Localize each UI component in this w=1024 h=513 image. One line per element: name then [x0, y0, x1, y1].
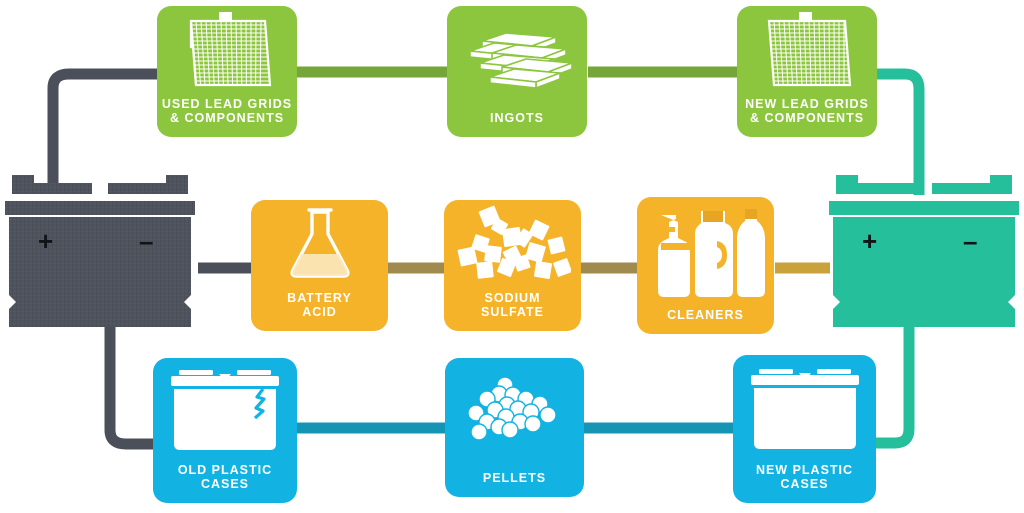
card-sodium-sulfate-caption: SODIUM SULFATE: [444, 291, 581, 332]
card-sodium-sulfate[interactable]: SODIUM SULFATE: [444, 200, 581, 331]
pellets-icon: [445, 358, 584, 471]
pipe-usedbattery-to-grids: [47, 68, 172, 190]
caption-line-1: USED LEAD GRIDS: [161, 96, 293, 111]
new-battery-positive-terminal: +: [862, 226, 878, 256]
caption-line-2: & COMPONENTS: [749, 111, 865, 126]
card-used-lead-grids[interactable]: USED LEAD GRIDS & COMPONENTS: [157, 6, 297, 137]
card-ingots[interactable]: INGOTS: [447, 6, 587, 137]
crystals-icon: [444, 200, 581, 291]
cracked-battery-case-icon: [153, 358, 297, 463]
caption-line-1: SODIUM: [484, 290, 541, 305]
caption-line-2: SULFATE: [480, 305, 545, 320]
caption-line-1: INGOTS: [490, 111, 544, 126]
caption-line-1: BATTERY: [287, 290, 352, 305]
card-new-plastic-cases-caption: NEW PLASTIC CASES: [733, 463, 876, 504]
caption-line-2: ACID: [302, 305, 337, 320]
caption-line-1: NEW LEAD GRIDS: [745, 96, 869, 111]
card-used-lead-grids-caption: USED LEAD GRIDS & COMPONENTS: [157, 97, 297, 138]
caption-line-2: & COMPONENTS: [169, 111, 285, 126]
card-pellets[interactable]: PELLETS: [445, 358, 584, 497]
caption-line-1: CLEANERS: [667, 308, 744, 323]
card-new-plastic-cases[interactable]: NEW PLASTIC CASES: [733, 355, 876, 503]
new-battery-art: [829, 175, 1019, 347]
card-battery-acid-caption: BATTERY ACID: [251, 291, 388, 332]
lead-grid-icon: [737, 6, 877, 97]
used-battery-positive-terminal: +: [38, 226, 54, 256]
pipe-newcases-to-newbattery: [868, 322, 915, 449]
caption-line-2: CASES: [200, 477, 250, 492]
card-new-lead-grids[interactable]: NEW LEAD GRIDS & COMPONENTS: [737, 6, 877, 137]
caption-line-1: PELLETS: [482, 471, 547, 486]
card-battery-acid[interactable]: BATTERY ACID: [251, 200, 388, 331]
flask-icon: [251, 200, 388, 291]
new-battery[interactable]: + – New Battery: [824, 175, 1024, 347]
battery-case-icon: [733, 355, 876, 463]
new-battery-negative-terminal: –: [963, 226, 978, 256]
used-battery[interactable]: + – Used Battery: [0, 175, 365, 347]
pipe-newgrids-to-newbattery: [872, 68, 925, 195]
card-pellets-caption: PELLETS: [445, 471, 584, 497]
cleaning-bottles-icon: [637, 197, 774, 308]
pipe-usedbattery-to-cases: [104, 322, 175, 450]
caption-line-2: CASES: [780, 477, 829, 492]
card-cleaners-caption: CLEANERS: [637, 308, 774, 334]
card-old-plastic-cases[interactable]: OLD PLASTIC CASES: [153, 358, 297, 503]
card-ingots-caption: INGOTS: [447, 111, 587, 137]
card-old-plastic-cases-caption: OLD PLASTIC CASES: [153, 463, 297, 504]
caption-line-1: NEW PLASTIC: [755, 462, 854, 477]
card-cleaners[interactable]: CLEANERS: [637, 197, 774, 334]
lead-grid-damaged-icon: [157, 6, 297, 97]
card-new-lead-grids-caption: NEW LEAD GRIDS & COMPONENTS: [737, 97, 877, 138]
ingot-stack-icon: [447, 6, 587, 111]
caption-line-1: OLD PLASTIC: [177, 462, 273, 477]
used-battery-negative-terminal: –: [139, 226, 154, 256]
used-battery-art: [5, 175, 195, 347]
